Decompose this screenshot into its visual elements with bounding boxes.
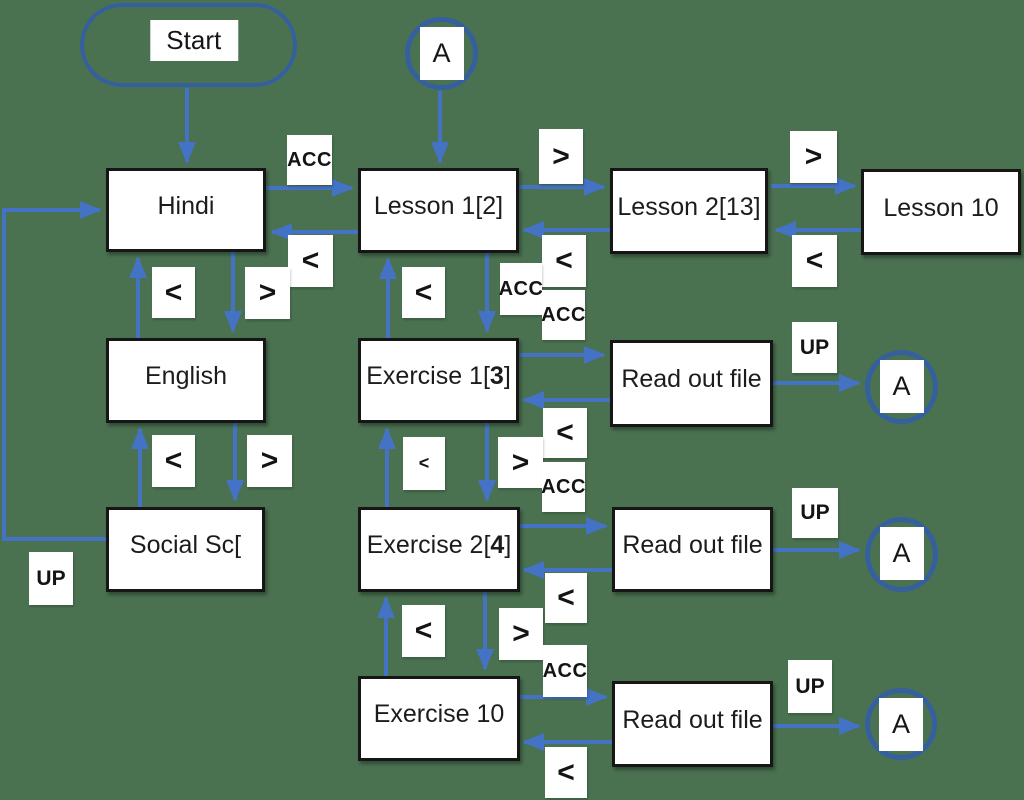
edge-label-gt-exercise2-to-exercise10: > [499, 608, 543, 660]
edge-label-up-read3-to-a: UP [788, 660, 832, 713]
edge-label-acc-exercise1-to-read1: ACC [541, 290, 585, 340]
edge-label-acc-exercise2-to-read2: ACC [541, 462, 585, 512]
connector-a-top-label: A [419, 27, 464, 80]
terminator-start: Start [80, 3, 297, 87]
connector-a-2: A [865, 517, 938, 592]
edge-label-gt-lesson1-to-lesson2: > [539, 129, 583, 184]
edge-label-lt-read3-to-exercise10: < [545, 747, 587, 798]
process-exercise1-label-suffix: ] [503, 362, 511, 390]
process-read-out-file-2: Read out file [612, 507, 773, 592]
edge-label-acc-lesson1-to-exercise1: ACC [499, 263, 543, 315]
edge-label-lt-english-to-hindi: < [152, 267, 195, 318]
connector-a-1-label: A [879, 360, 924, 413]
connector-a-1: A [865, 350, 938, 424]
process-exercise2-label-prefix: Exercise 2[ [366, 531, 491, 559]
edge-label-lt-lesson10-to-lesson2: < [792, 235, 837, 287]
edge-label-lt-social-to-english: < [152, 435, 195, 487]
terminator-start-label: Start [149, 20, 238, 61]
process-exercise1: Exercise 1[3] [358, 338, 519, 423]
edge-label-lt-read1-to-exercise1: < [543, 408, 587, 458]
process-hindi: Hindi [106, 168, 266, 252]
arrow-social-up-loop-to-hindi [2, 201, 106, 541]
process-lesson1: Lesson 1[2] [358, 168, 519, 253]
edge-label-lt-exercise2-to-exercise1: < [403, 437, 445, 490]
edge-label-gt-lesson2-to-lesson10: > [790, 131, 837, 183]
edge-label-lt-read2-to-exercise2: < [545, 573, 587, 623]
process-exercise2: Exercise 2[4] [358, 507, 520, 592]
process-exercise1-label-bold: 3 [489, 362, 504, 390]
process-read-out-file-3: Read out file [612, 681, 773, 767]
connector-a-2-label: A [879, 527, 924, 580]
edge-label-up-read1-to-a: UP [792, 322, 837, 373]
edge-label-acc-exercise10-to-read3: ACC [543, 645, 587, 697]
process-lesson10: Lesson 10 [861, 169, 1021, 255]
process-read-out-file-1: Read out file [610, 340, 773, 427]
process-exercise1-label-prefix: Exercise 1[ [366, 362, 490, 390]
edge-label-gt-hindi-to-english: > [245, 267, 290, 319]
process-english: English [106, 338, 266, 423]
process-exercise2-label-bold: 4 [490, 531, 505, 559]
connector-a-top: A [405, 17, 478, 90]
process-exercise2-label-suffix: ] [504, 531, 512, 559]
process-exercise10: Exercise 10 [358, 676, 520, 761]
edge-label-gt-exercise1-to-exercise2: > [498, 437, 543, 488]
edge-label-lt-exercise1-to-lesson1: < [402, 267, 445, 318]
connector-a-3-label: A [879, 698, 923, 751]
edge-label-up-social-to-hindi: UP [29, 552, 73, 605]
process-lesson2: Lesson 2[13] [610, 168, 768, 254]
connector-a-3: A [865, 688, 937, 760]
edge-label-lt-lesson2-to-lesson1: < [542, 235, 586, 287]
edge-label-acc-hindi-to-lesson1: ACC [287, 135, 332, 185]
edge-label-lt-exercise10-to-exercise2: < [402, 605, 445, 657]
edge-label-gt-english-to-social: > [247, 435, 292, 487]
edge-label-lt-lesson1-to-hindi: < [288, 235, 333, 287]
edge-label-up-read2-to-a: UP [792, 488, 838, 538]
process-social-science: Social Sc[ [106, 507, 265, 592]
